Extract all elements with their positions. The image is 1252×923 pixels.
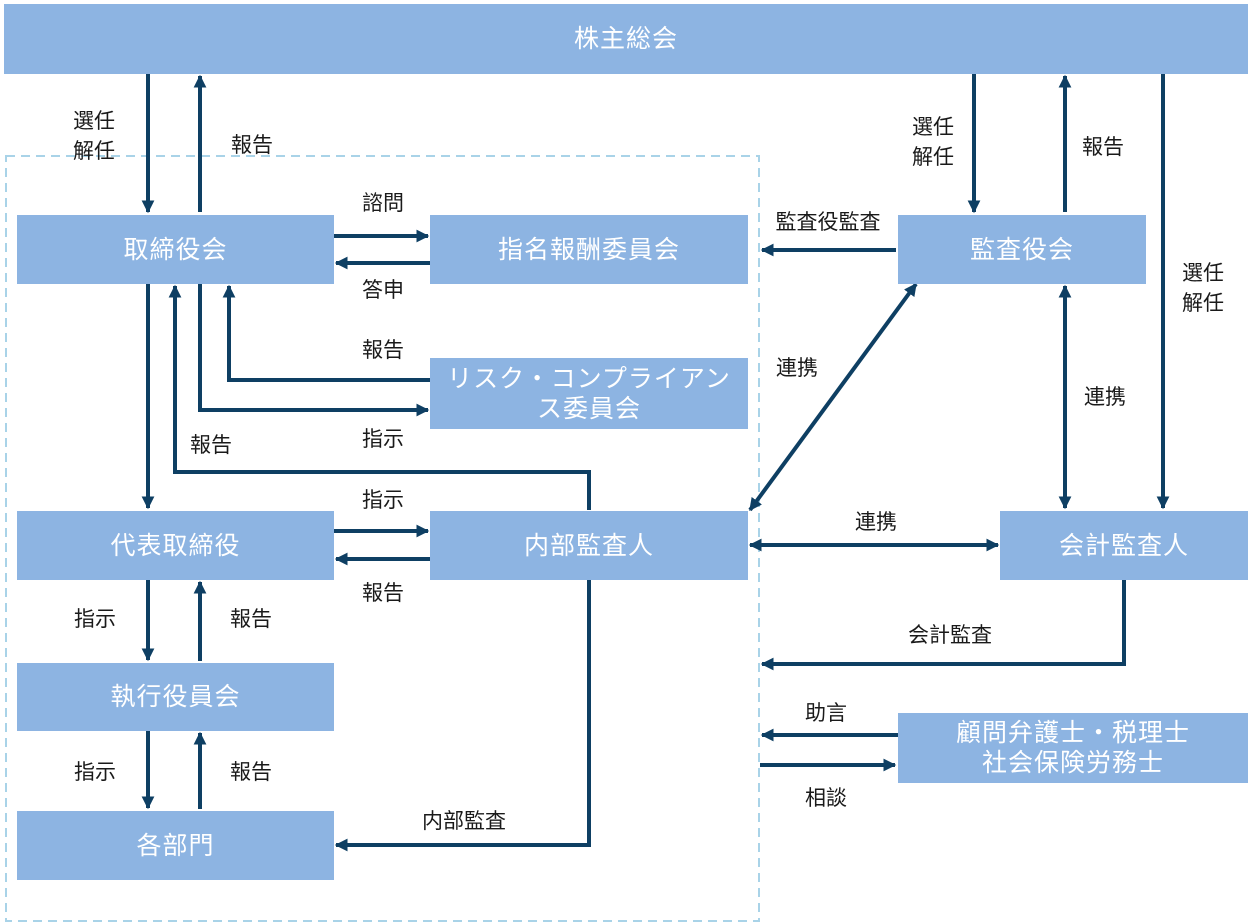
accounting-auditor-box: 会計監査人 xyxy=(1000,511,1248,580)
label-report-internal: 報告 xyxy=(362,581,404,605)
company-boundary xyxy=(5,155,760,922)
label-instruct-exec: 指示 xyxy=(74,607,116,631)
label-coop-audit-accounting: 連携 xyxy=(1084,385,1126,409)
advisors-label-line1: 顧問弁護士・税理士 xyxy=(955,718,1190,747)
label-report-shareholders-1: 報告 xyxy=(231,133,273,157)
arrow-report-risk xyxy=(222,284,430,382)
label-reply: 答申 xyxy=(362,278,404,302)
label-consult: 相談 xyxy=(805,786,847,810)
label-report-internal-board: 報告 xyxy=(190,433,232,457)
label-instruct-dept: 指示 xyxy=(74,760,116,784)
label-internal-audit: 内部監査 xyxy=(422,809,506,833)
nomination-committee-label: 指名報酬委員会 xyxy=(497,234,680,264)
risk-committee-label: リスク・コンプライアンス委員会 xyxy=(447,363,731,423)
arrow-coop-internal-audit-board xyxy=(748,282,918,512)
audit-board-box: 監査役会 xyxy=(898,215,1146,284)
ceo-label: 代表取締役 xyxy=(110,530,241,560)
exec-committee-label: 執行役員会 xyxy=(110,682,241,711)
label-report-risk: 報告 xyxy=(362,338,404,362)
label-instruct-internal: 指示 xyxy=(362,488,404,512)
label-auditor-audit: 監査役監査 xyxy=(775,210,881,234)
audit-board-label: 監査役会 xyxy=(969,234,1074,264)
label-report-shareholders-2: 報告 xyxy=(1082,135,1124,159)
departments-box: 各部門 xyxy=(17,811,334,880)
label-accounting-audit: 会計監査 xyxy=(908,623,992,647)
internal-auditor-box: 内部監査人 xyxy=(430,511,748,580)
nomination-committee-box: 指名報酬委員会 xyxy=(430,215,748,284)
label-instruct-risk: 指示 xyxy=(362,427,404,451)
label-report-exec: 報告 xyxy=(230,607,272,631)
internal-auditor-label: 内部監査人 xyxy=(523,530,654,560)
exec-committee-box: 執行役員会 xyxy=(17,663,334,731)
label-elect-dismiss-audit-board: 選任 解任 xyxy=(912,115,954,169)
board-box: 取締役会 xyxy=(17,215,334,284)
label-advice: 助言 xyxy=(805,701,847,725)
arrow-instruct-risk xyxy=(198,284,430,417)
arrow-report-internal-board xyxy=(168,284,591,510)
departments-label: 各部門 xyxy=(136,830,215,860)
label-elect-dismiss-board: 選任 解任 xyxy=(73,109,115,163)
label-coop-internal-accounting: 連携 xyxy=(855,510,897,534)
arrow-internal-audit xyxy=(334,580,591,852)
ceo-box: 代表取締役 xyxy=(17,511,334,580)
advisors-box: 顧問弁護士・税理士社会保険労務士 xyxy=(898,713,1248,783)
shareholders-meeting-label: 株主総会 xyxy=(573,24,678,53)
label-report-dept: 報告 xyxy=(230,760,272,784)
advisors-label-line2: 社会保険労務士 xyxy=(981,748,1164,777)
accounting-auditor-label: 会計監査人 xyxy=(1058,530,1189,560)
label-elect-dismiss-accounting: 選任 解任 xyxy=(1182,261,1224,315)
label-coop-internal-audit-board: 連携 xyxy=(776,356,818,380)
shareholders-meeting-box: 株主総会 xyxy=(4,4,1248,74)
board-label: 取締役会 xyxy=(123,234,228,264)
label-consult-query: 諮問 xyxy=(362,191,404,215)
risk-committee-box: リスク・コンプライアンス委員会 xyxy=(430,358,748,429)
arrow-accounting-audit xyxy=(760,580,1126,671)
